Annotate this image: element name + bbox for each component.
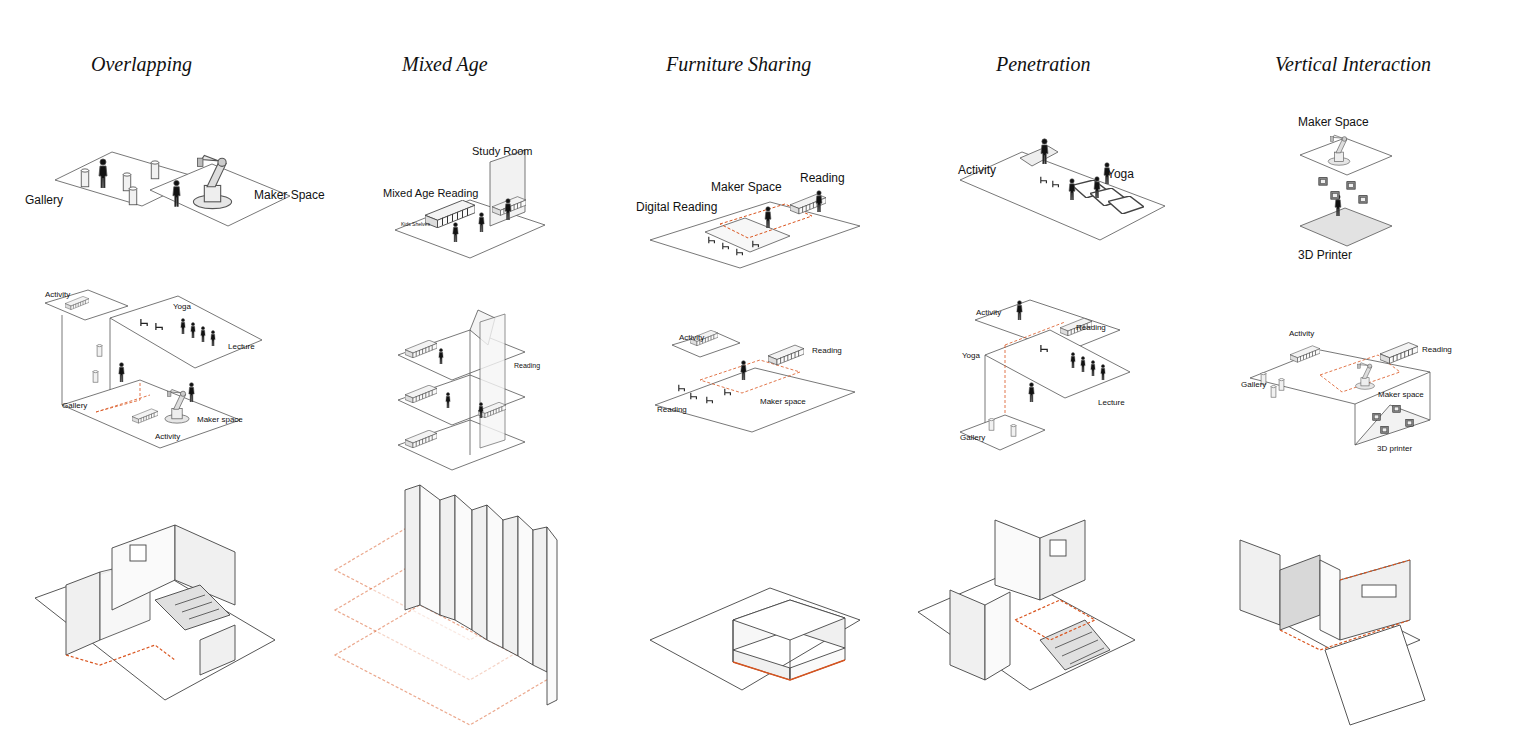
column-heading: Penetration <box>996 54 1090 74</box>
space-label: Activity <box>45 291 70 299</box>
space-label: Lecture <box>1098 399 1125 407</box>
space-label: Yoga <box>1107 168 1134 180</box>
column-heading: Mixed Age <box>402 54 488 74</box>
column-heading: Vertical Interaction <box>1275 54 1431 74</box>
space-label: Gallery <box>62 402 87 410</box>
space-label: Reading <box>1422 346 1452 354</box>
space-label: Mixed Age Reading <box>383 188 478 199</box>
space-label: Gallery <box>1241 381 1266 389</box>
space-label: Maker space <box>760 398 806 406</box>
space-label: Yoga <box>173 303 191 311</box>
space-label: Yoga <box>962 352 980 360</box>
space-label: Gallery <box>960 434 985 442</box>
space-label: Reading <box>657 406 687 414</box>
space-label: Maker Space <box>711 181 782 193</box>
space-label: Reading <box>800 172 845 184</box>
space-label: Maker space <box>197 416 243 424</box>
space-label: Activity <box>155 433 180 441</box>
space-label: 3D Printer <box>1298 249 1352 261</box>
space-label: Lecture <box>228 343 255 351</box>
space-label: Maker Space <box>1298 116 1369 128</box>
space-label: Kids Shelves <box>401 222 430 227</box>
space-label: Reading <box>812 347 842 355</box>
space-label: Digital Reading <box>636 201 717 213</box>
space-label: Activity <box>958 164 996 176</box>
space-label: 3D printer <box>1377 445 1412 453</box>
space-label: Activity <box>1289 330 1314 338</box>
space-label: Gallery <box>25 194 63 206</box>
space-label: Activity <box>679 334 704 342</box>
space-label: Maker space <box>1378 391 1424 399</box>
space-label: Maker Space <box>254 189 325 201</box>
space-label: Study Room <box>472 146 533 157</box>
space-label: Activity <box>976 309 1001 317</box>
space-label: Reading <box>514 362 540 369</box>
column-heading: Furniture Sharing <box>666 54 811 74</box>
column-heading: Overlapping <box>91 54 192 74</box>
space-label: Reading <box>1076 324 1106 332</box>
